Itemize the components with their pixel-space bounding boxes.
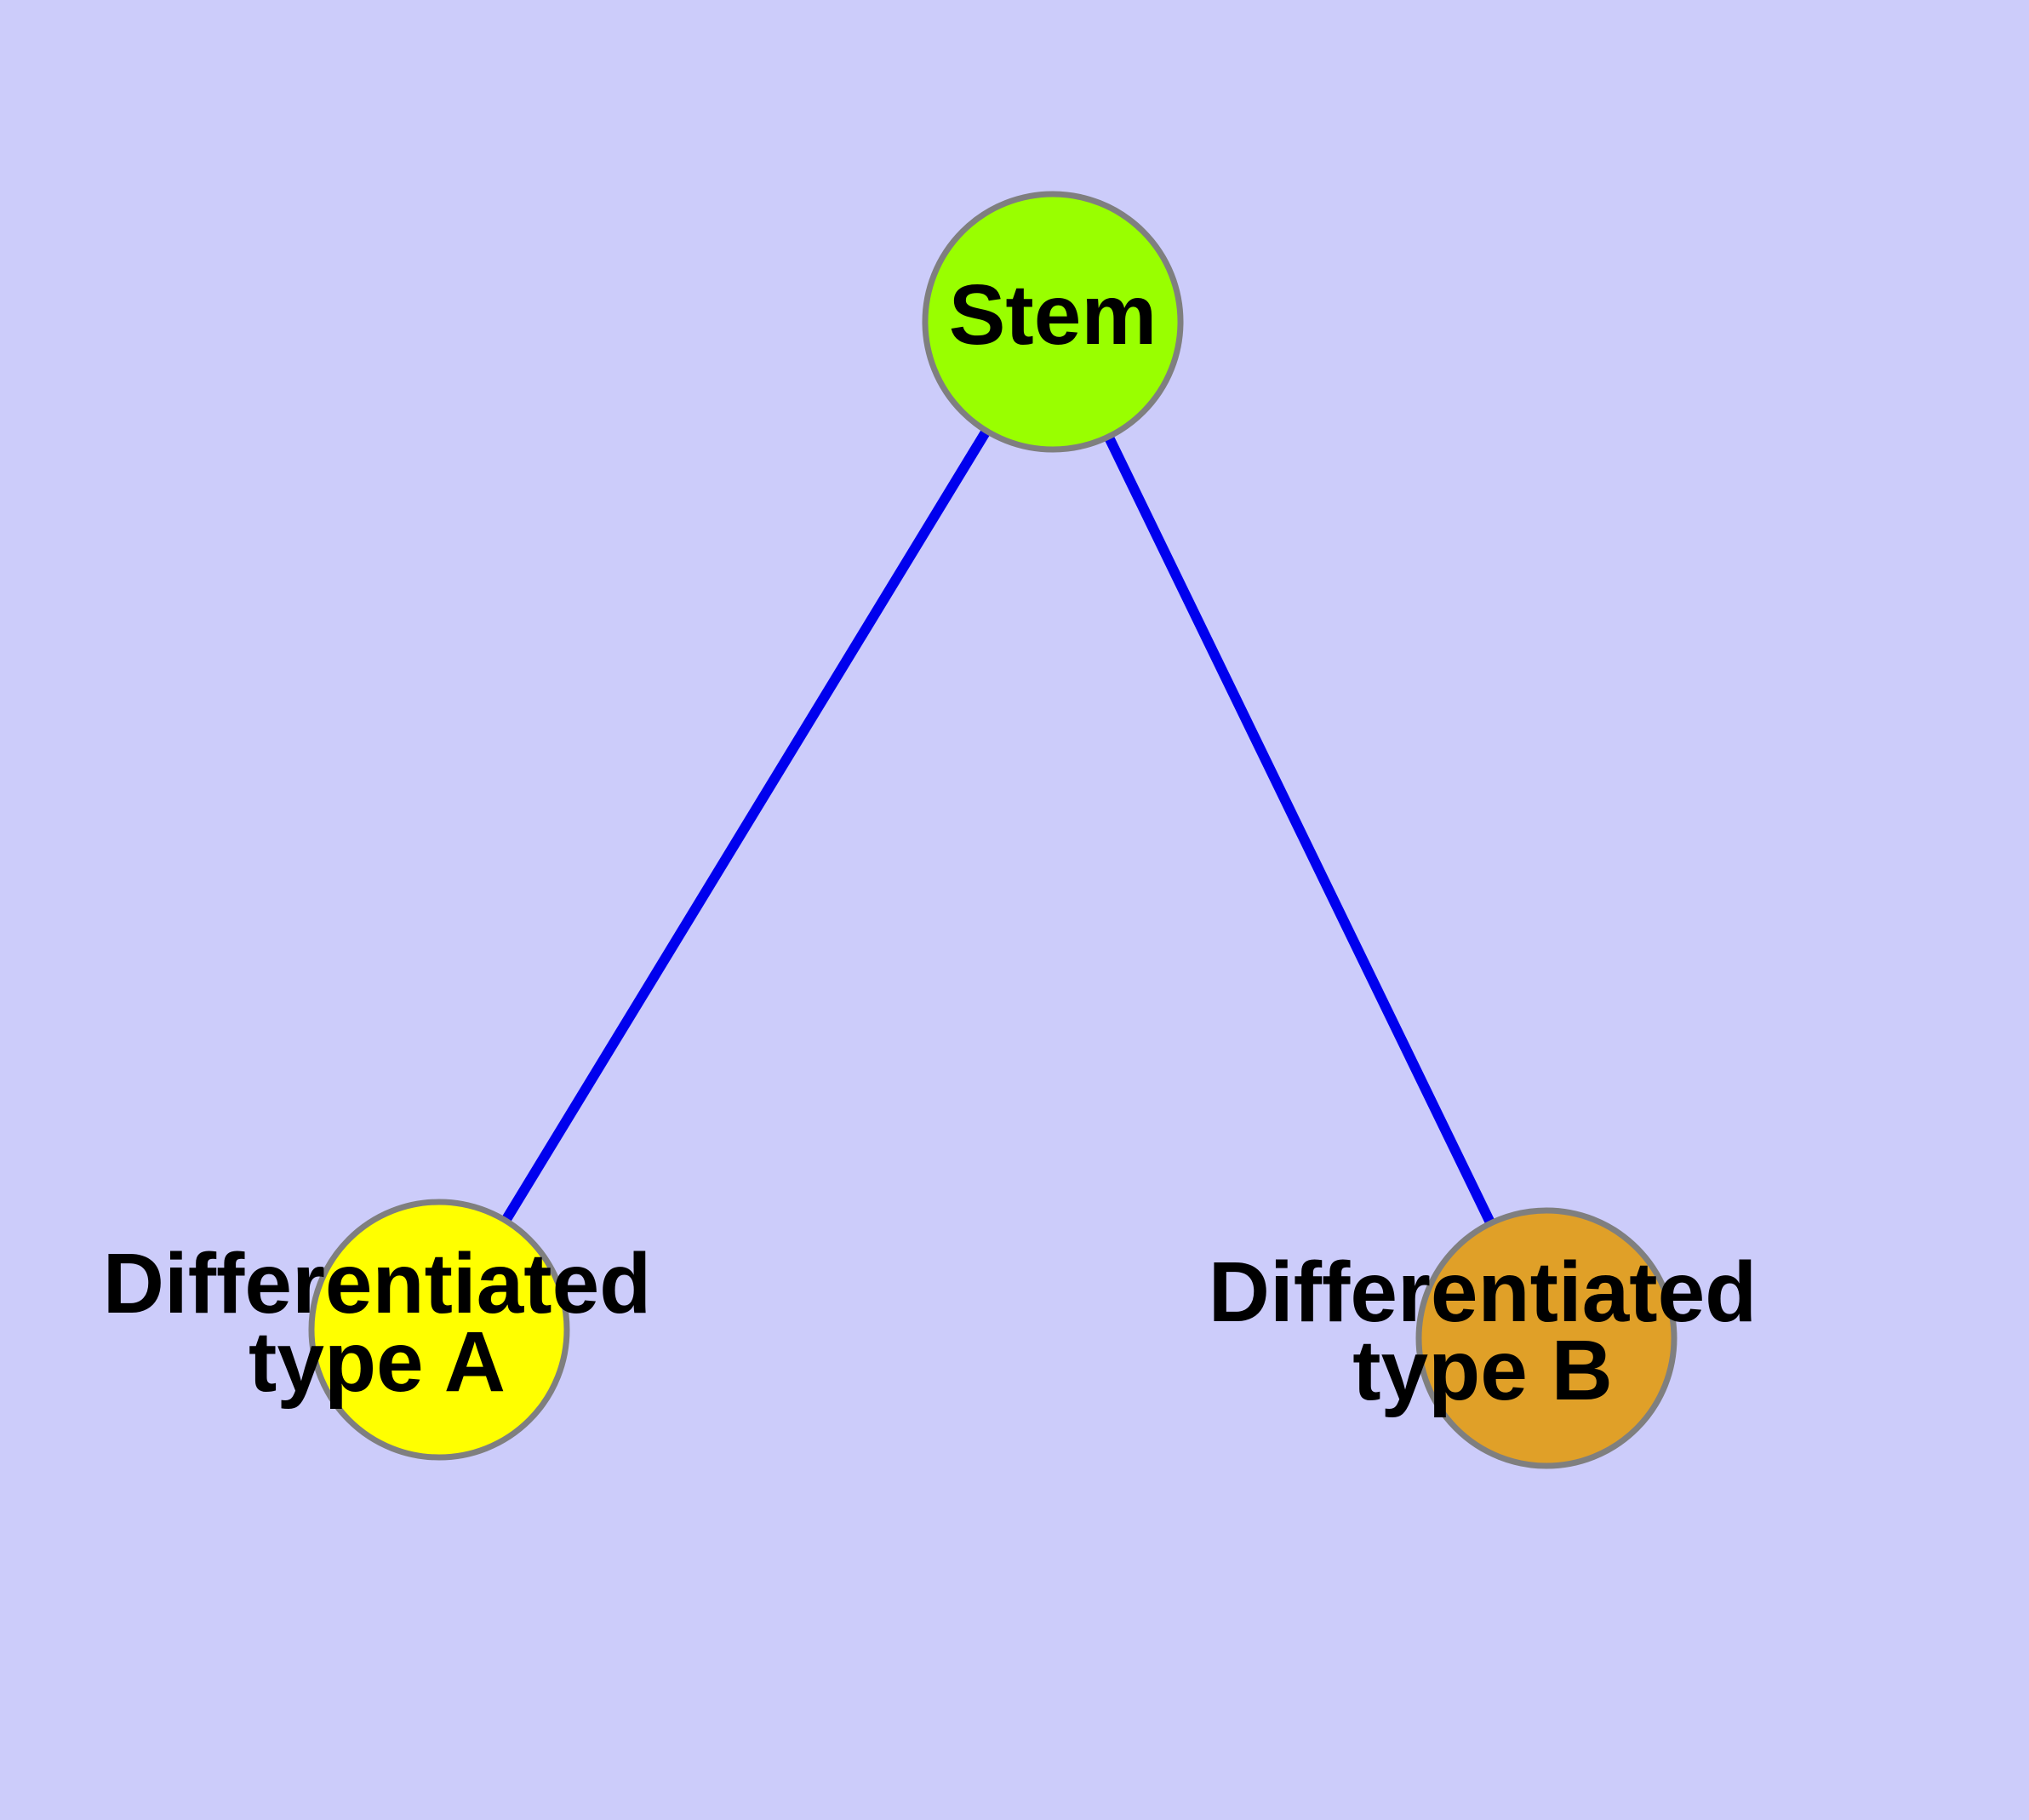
- graph-edge[interactable]: [498, 423, 994, 1228]
- label-line: type B: [1352, 1323, 1613, 1418]
- graph-node-diff_b[interactable]: [1415, 1207, 1677, 1469]
- nodes-layer: [308, 191, 1677, 1469]
- label-line: Differentiated: [1209, 1245, 1758, 1340]
- label-line: Differentiated: [103, 1236, 652, 1331]
- graph-edge[interactable]: [1101, 429, 1498, 1231]
- graph-node-stem[interactable]: [922, 191, 1184, 453]
- label-line: type A: [249, 1314, 506, 1410]
- edges-layer: [498, 423, 1498, 1231]
- graph-node-diff_a[interactable]: [308, 1199, 570, 1461]
- label-line: Stem: [949, 267, 1157, 363]
- graph-node-label-stem: Stem: [949, 267, 1157, 363]
